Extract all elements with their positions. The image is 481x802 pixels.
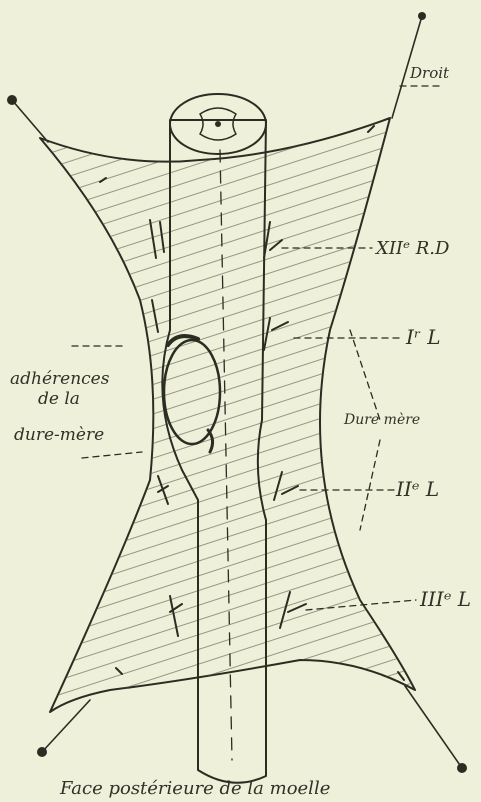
label-i-l: Iʳ L bbox=[405, 325, 440, 349]
label-dure-mere-left: dure-mère bbox=[14, 425, 104, 445]
pin-top-left bbox=[7, 95, 17, 105]
label-droit: Droit bbox=[409, 64, 450, 82]
label-de-la: de la bbox=[38, 389, 80, 409]
pin-top-right bbox=[418, 12, 426, 20]
pin-bottom-right bbox=[457, 763, 467, 773]
label-ii-l: IIᵉ L bbox=[395, 477, 439, 501]
pin-bottom-left bbox=[37, 747, 47, 757]
label-xii-rd: XIIᵉ R.D bbox=[374, 238, 450, 259]
label-iii-l: IIIᵉ L bbox=[419, 587, 471, 611]
label-adherences: adhérences bbox=[10, 369, 110, 389]
figure-caption: Face postérieure de la moelle bbox=[59, 778, 330, 799]
label-dure-mere: Dure mère bbox=[343, 412, 420, 428]
